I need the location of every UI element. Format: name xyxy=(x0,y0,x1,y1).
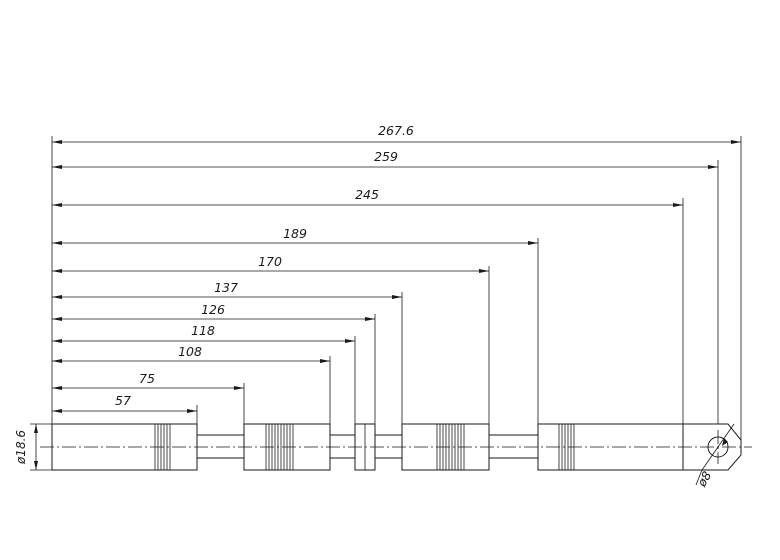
diameter-dimension-main: ø18.6 xyxy=(14,423,52,471)
diameter-label-main: ø18.6 xyxy=(14,430,28,465)
dimension-118: 118 xyxy=(52,323,355,343)
dimension-108: 108 xyxy=(52,344,330,363)
dimension-label-259: 259 xyxy=(374,149,398,164)
dimension-75: 75 xyxy=(52,371,244,390)
dimension-126: 126 xyxy=(52,302,375,321)
dimension-label-245: 245 xyxy=(355,187,379,202)
dimension-label-126: 126 xyxy=(201,302,225,317)
dimension-label-170: 170 xyxy=(258,254,282,269)
dimension-137: 137 xyxy=(52,280,402,299)
dimension-267-6: 267.6 xyxy=(52,123,741,144)
dimension-189: 189 xyxy=(52,226,538,245)
diameter-label-hole: ø8 xyxy=(694,469,714,490)
dimension-57: 57 xyxy=(52,393,197,413)
dimension-label-267-6: 267.6 xyxy=(378,123,414,138)
dimension-label-108: 108 xyxy=(178,344,202,359)
dimension-259: 259 xyxy=(52,149,718,169)
dimension-label-189: 189 xyxy=(283,226,307,241)
dimension-label-75: 75 xyxy=(139,371,155,386)
dimension-label-137: 137 xyxy=(214,280,238,295)
dimension-label-118: 118 xyxy=(191,323,215,338)
dimension-label-57: 57 xyxy=(115,393,131,408)
dimension-170: 170 xyxy=(52,254,489,273)
dimension-245: 245 xyxy=(52,187,683,207)
